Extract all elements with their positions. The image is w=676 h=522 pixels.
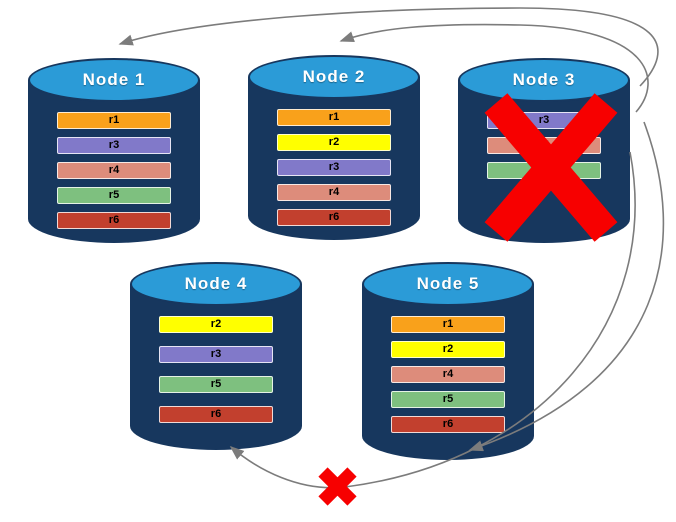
record-bar: r3 — [57, 137, 171, 154]
record-bar: r6 — [391, 416, 505, 433]
record-bar: r1 — [57, 112, 171, 129]
record-bar: r1 — [391, 316, 505, 333]
node-5-records: r1 r2 r4 r5 r6 — [362, 316, 534, 433]
blocked-x-icon — [318, 467, 357, 506]
record-bar: r2 — [277, 134, 391, 151]
node-2-cylinder-top: Node 2 — [248, 55, 420, 99]
node-4-title: Node 4 — [184, 274, 248, 293]
record-bar: r5 — [391, 391, 505, 408]
node-1-cylinder-top: Node 1 — [28, 58, 200, 102]
node-2-records: r1 r2 r3 r4 r6 — [248, 109, 420, 226]
node-3-title: Node 3 — [512, 70, 576, 89]
record-bar: r6 — [277, 209, 391, 226]
node-5: Node 5 r1 r2 r4 r5 r6 — [362, 262, 534, 460]
record-bar: r4 — [487, 137, 601, 154]
record-bar: r5 — [57, 187, 171, 204]
node-2: Node 2 r1 r2 r3 r4 r6 — [248, 55, 420, 240]
record-bar: r3 — [159, 346, 273, 363]
node-1: Node 1 r1 r3 r4 r5 r6 — [28, 58, 200, 243]
record-bar: r4 — [277, 184, 391, 201]
record-bar: r3 — [277, 159, 391, 176]
record-bar: r2 — [159, 316, 273, 333]
record-bar: r6 — [159, 406, 273, 423]
node-1-records: r1 r3 r4 r5 r6 — [28, 112, 200, 229]
record-bar: r2 — [391, 341, 505, 358]
node-3-records: r3 r4 r5 — [458, 112, 630, 179]
node-3: Node 3 r3 r4 r5 — [458, 58, 630, 243]
node-3-cylinder-top: Node 3 — [458, 58, 630, 102]
node-4-records: r2 r3 r5 r6 — [130, 316, 302, 423]
record-bar: r4 — [57, 162, 171, 179]
node-1-title: Node 1 — [82, 70, 146, 89]
record-bar: r1 — [277, 109, 391, 126]
node-5-title: Node 5 — [416, 274, 480, 293]
record-bar: r6 — [57, 212, 171, 229]
node-5-cylinder-top: Node 5 — [362, 262, 534, 306]
node-4: Node 4 r2 r3 r5 r6 — [130, 262, 302, 450]
node-4-cylinder-top: Node 4 — [130, 262, 302, 306]
node-2-title: Node 2 — [302, 67, 366, 86]
record-bar: r4 — [391, 366, 505, 383]
record-bar: r5 — [487, 162, 601, 179]
record-bar: r5 — [159, 376, 273, 393]
record-bar: r3 — [487, 112, 601, 129]
